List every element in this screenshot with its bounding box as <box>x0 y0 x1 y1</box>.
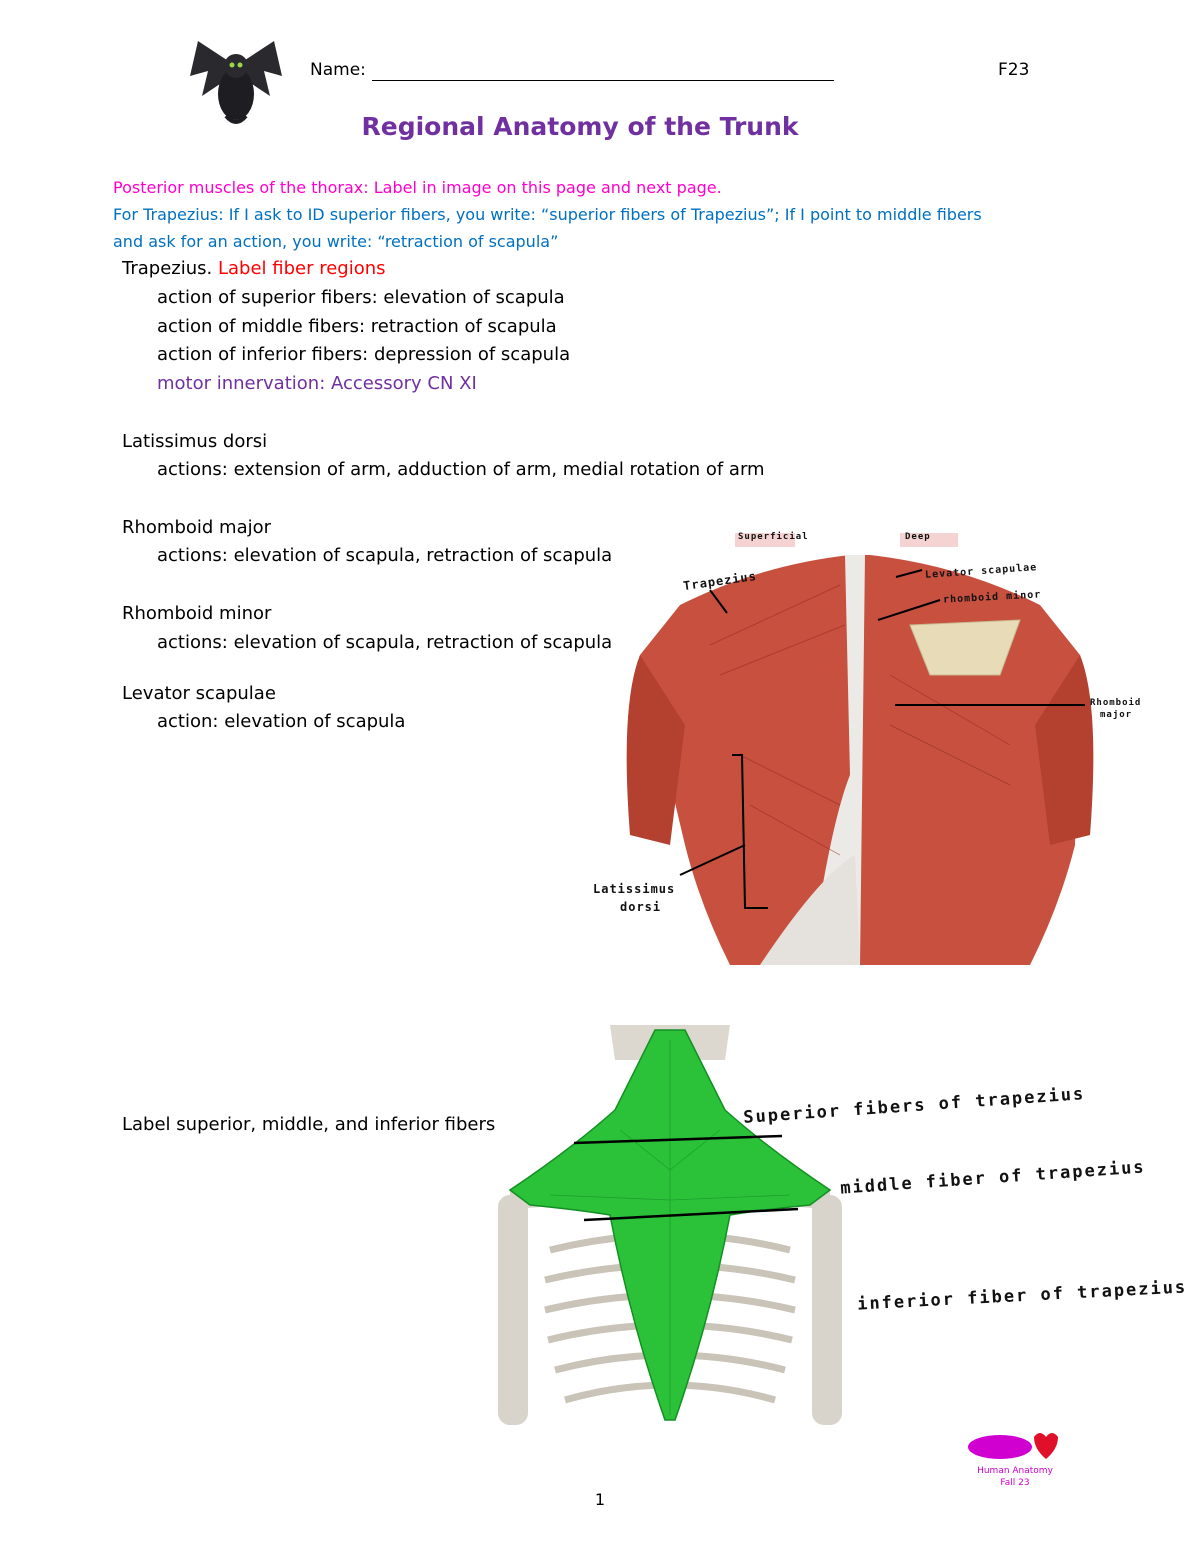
trapezius-middle-action: action of middle fibers: retraction of s… <box>157 316 557 337</box>
trapezius-heading: Trapezius. Label fiber regions <box>122 258 386 279</box>
label-middle-fibers: middle fiber of trapezius <box>839 1157 1147 1199</box>
trapezius-inferior-action: action of inferior fibers: depression of… <box>157 344 571 365</box>
back-muscles-figure <box>560 525 1160 995</box>
rhomboid-major-heading: Rhomboid major <box>122 517 272 538</box>
levator-heading: Levator scapulae <box>122 683 276 704</box>
latissimus-actions: actions: extension of arm, adduction of … <box>157 459 765 480</box>
superficial-tag: Superficial <box>738 532 809 542</box>
instruction-line-2: For Trapezius: If I ask to ID superior f… <box>113 205 982 224</box>
label-inferior-fibers: inferior fiber of trapezius <box>856 1277 1188 1315</box>
logo-line-2: Fall 23 <box>1000 1478 1030 1488</box>
trapezius-name: Trapezius. <box>122 258 213 279</box>
name-label: Name: <box>310 60 366 80</box>
trapezius-skeleton-figure <box>470 1020 870 1435</box>
rhomboid-major-actions: actions: elevation of scapula, retractio… <box>157 545 613 566</box>
term-label: F23 <box>998 60 1030 80</box>
course-logo-icon <box>960 1425 1060 1465</box>
levator-action: action: elevation of scapula <box>157 711 406 732</box>
dragon-logo-icon <box>188 36 284 128</box>
latissimus-heading: Latissimus dorsi <box>122 431 268 452</box>
deep-tag: Deep <box>905 532 931 542</box>
rhomboid-minor-heading: Rhomboid minor <box>122 603 272 624</box>
logo-line-1: Human Anatomy <box>977 1466 1053 1476</box>
label-rhomboid-major-1: Rhomboid <box>1090 698 1142 708</box>
instruction-line-1: Posterior muscles of the thorax: Label i… <box>113 178 722 197</box>
instruction-line-3: and ask for an action, you write: “retra… <box>113 232 559 251</box>
trap-figure-prompt: Label superior, middle, and inferior fib… <box>122 1114 496 1135</box>
label-rhomboid-major-2: major <box>1100 710 1133 720</box>
trapezius-innervation: motor innervation: Accessory CN XI <box>157 373 477 394</box>
trapezius-task: Label fiber regions <box>217 258 386 279</box>
page-title: Regional Anatomy of the Trunk <box>361 112 799 141</box>
trapezius-superior-action: action of superior fibers: elevation of … <box>157 287 565 308</box>
label-latissimus-2: dorsi <box>620 900 662 914</box>
name-blank-line[interactable] <box>372 80 834 81</box>
page-number: 1 <box>594 1490 606 1509</box>
rhomboid-minor-actions: actions: elevation of scapula, retractio… <box>157 632 613 653</box>
label-latissimus-1: Latissimus <box>593 882 676 896</box>
